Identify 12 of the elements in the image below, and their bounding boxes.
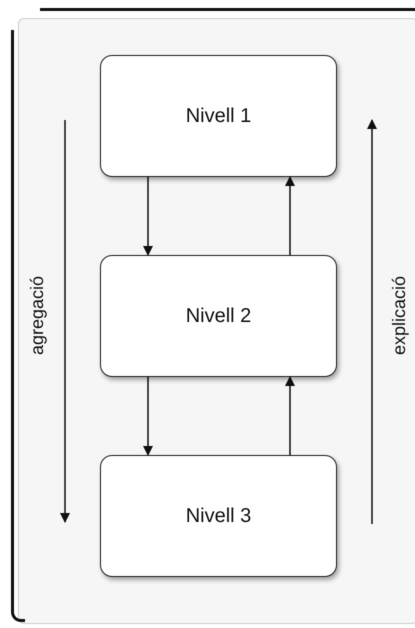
level-label: Nivell 3: [186, 504, 252, 528]
level-box: [100, 255, 337, 377]
arrow: [285, 376, 295, 455]
level-box: [100, 455, 337, 577]
arrow: [143, 177, 153, 256]
level-label: Nivell 2: [186, 304, 252, 328]
arrow: [143, 377, 153, 456]
direction-label: agregació: [28, 275, 48, 355]
level-box: [100, 55, 337, 177]
direction-label: explicació: [390, 275, 410, 355]
level-label: Nivell 1: [186, 104, 252, 128]
arrow: [285, 176, 295, 255]
